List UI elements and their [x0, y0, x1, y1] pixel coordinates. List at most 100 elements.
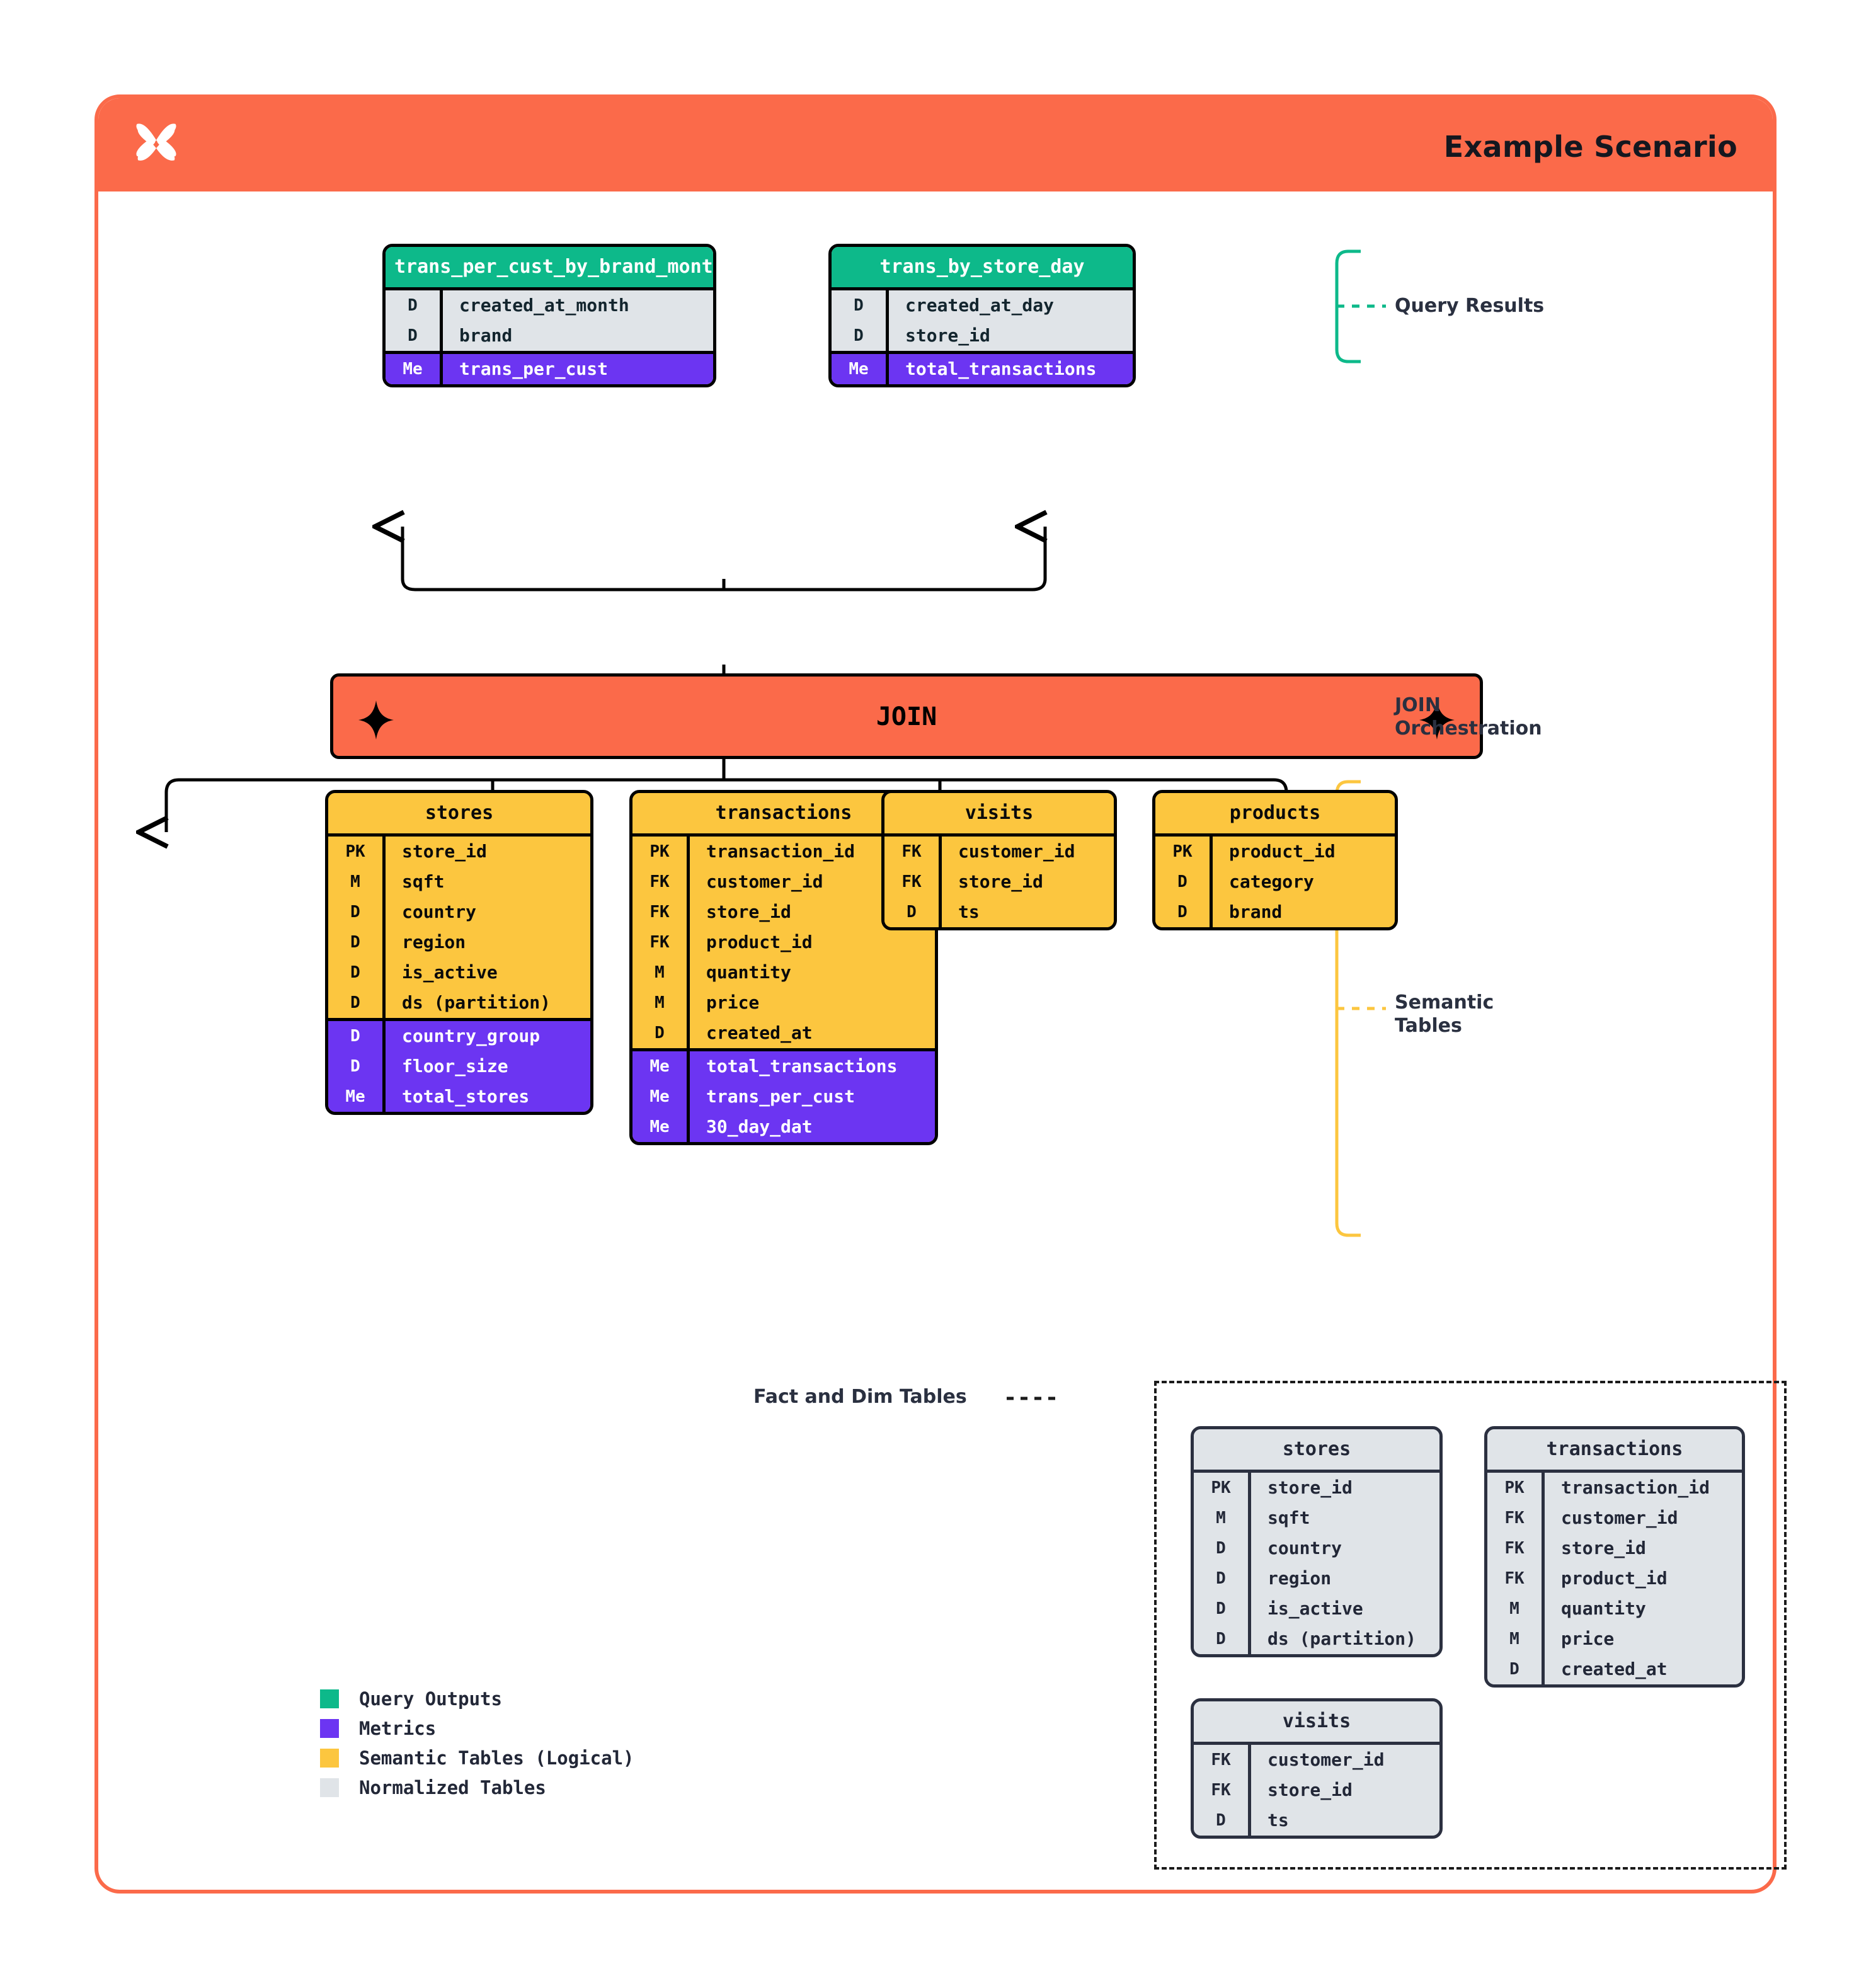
legend-swatch-normalized-tables — [320, 1778, 339, 1797]
table-row[interactable]: D brand — [386, 321, 713, 351]
row-key: D — [328, 927, 386, 957]
annotation-line-1: Semantic — [1395, 991, 1494, 1014]
row-key: M — [328, 867, 386, 897]
row-key: D — [1155, 897, 1213, 927]
legend: Query Outputs Metrics Semantic Tables (L… — [320, 1688, 634, 1807]
table-row[interactable]: D store_id — [832, 321, 1133, 351]
legend-item: Semantic Tables (Logical) — [320, 1747, 634, 1769]
row-value: customer_id — [958, 841, 1075, 862]
row-value: 30_day_dat — [706, 1116, 813, 1137]
row-value: store_id — [1267, 1779, 1353, 1800]
row-key: D — [632, 1018, 690, 1048]
legend-label: Query Outputs — [359, 1688, 502, 1710]
join-label: JOIN — [876, 702, 937, 731]
table-row[interactable]: Me total_transactions — [832, 354, 1133, 384]
sparkle-icon — [1419, 700, 1455, 740]
row-key: D — [328, 897, 386, 927]
row-key: Me — [632, 1112, 690, 1142]
row-key: Me — [632, 1082, 690, 1112]
row-key: D — [1194, 1533, 1251, 1563]
legend-item: Query Outputs — [320, 1688, 634, 1710]
row-key: M — [1487, 1594, 1545, 1624]
row-value: brand — [1229, 901, 1283, 922]
row-key: D — [1487, 1654, 1545, 1684]
table-row[interactable]: Me trans_per_cust — [386, 354, 713, 384]
annotation-line-1: JOIN — [1395, 694, 1441, 716]
diagram-card: Example Scenario — [94, 94, 1787, 1894]
annotation-join-orchestration: JOIN Orchestration — [1395, 694, 1542, 740]
row-key: D — [328, 1021, 386, 1051]
card-header: Example Scenario — [98, 98, 1773, 191]
table-row[interactable]: Me 30_day_dat — [632, 1112, 935, 1142]
row-key: Me — [328, 1082, 386, 1112]
row-key: D — [1194, 1805, 1251, 1836]
query-result-table-trans-by-store-day[interactable]: trans_by_store_day D created_at_day D st… — [828, 244, 1136, 387]
row-key: D — [328, 957, 386, 988]
row-value: ts — [1267, 1810, 1289, 1831]
table-title: visits — [884, 793, 1114, 837]
row-value: customer_id — [1561, 1507, 1678, 1528]
table-row[interactable]: D created_at_day — [832, 290, 1133, 321]
table-row[interactable]: D created_at_month — [386, 290, 713, 321]
legend-item: Normalized Tables — [320, 1777, 634, 1798]
row-key: FK — [632, 927, 690, 957]
query-result-table-trans-per-cust-by-brand-month[interactable]: trans_per_cust_by_brand_month D created_… — [382, 244, 716, 387]
join-orchestration-bar[interactable]: JOIN — [330, 673, 1483, 759]
row-key: M — [1487, 1624, 1545, 1654]
row-value: is_active — [402, 962, 498, 983]
row-key: D — [884, 897, 942, 927]
row-key: M — [632, 988, 690, 1018]
row-value: price — [1561, 1628, 1615, 1649]
row-key: D — [386, 321, 443, 351]
table-title: stores — [328, 793, 590, 837]
